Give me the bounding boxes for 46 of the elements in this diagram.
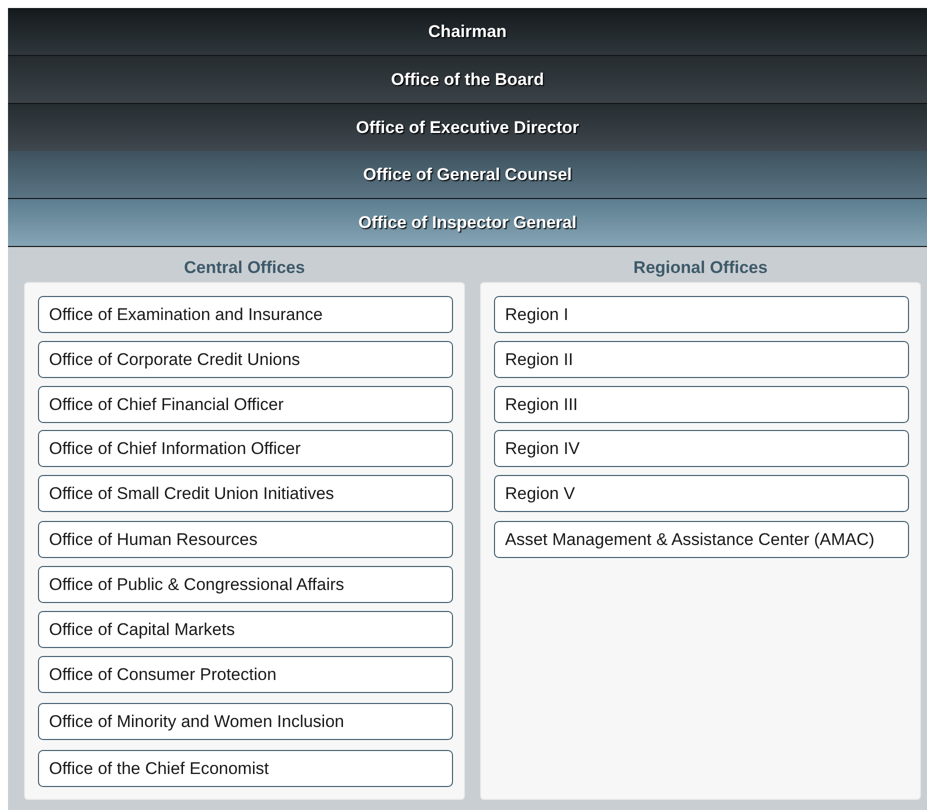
office-box xyxy=(494,521,909,558)
office-name: Region III xyxy=(505,394,578,415)
band-title: Office of Executive Director xyxy=(356,118,579,138)
office-name: Office of the Chief Economist xyxy=(49,758,269,779)
office-box xyxy=(38,521,453,558)
office-name: Office of Human Resources xyxy=(49,529,258,550)
office-box xyxy=(38,430,453,467)
office-name: Region II xyxy=(505,349,574,370)
office-name: Office of Chief Information Officer xyxy=(49,438,301,459)
band-title: Chairman xyxy=(428,22,507,42)
office-box xyxy=(38,703,453,740)
office-box xyxy=(38,566,453,603)
title-band xyxy=(8,8,927,56)
office-name: Region IV xyxy=(505,438,580,459)
office-box xyxy=(38,475,453,512)
office-box xyxy=(38,296,453,333)
column-heading: Central Offices xyxy=(183,258,306,278)
office-box xyxy=(494,296,909,333)
office-box xyxy=(38,750,453,787)
office-box xyxy=(494,341,909,378)
title-band xyxy=(8,56,927,104)
office-box xyxy=(494,430,909,467)
band-title: Office of Inspector General xyxy=(358,212,577,232)
column-heading: Regional Offices xyxy=(632,258,769,278)
office-box xyxy=(38,656,453,693)
office-box xyxy=(494,475,909,512)
band-title: Office of General Counsel xyxy=(363,164,572,184)
office-box xyxy=(38,341,453,378)
office-box xyxy=(38,611,453,648)
title-band xyxy=(8,104,927,152)
office-name: Office of Small Credit Union Initiatives xyxy=(49,483,334,504)
office-name: Office of Public & Congressional Affairs xyxy=(49,574,344,595)
office-name: Office of Capital Markets xyxy=(49,619,235,640)
office-name: Region I xyxy=(505,304,568,325)
office-box xyxy=(38,386,453,423)
band-title: Office of the Board xyxy=(390,70,544,90)
office-name: Office of Corporate Credit Unions xyxy=(49,349,300,370)
office-name: Office of Consumer Protection xyxy=(49,664,276,685)
office-name: Office of Chief Financial Officer xyxy=(49,394,284,415)
office-name: Asset Management & Assistance Center (AMAC) xyxy=(505,529,874,550)
office-name: Region V xyxy=(505,483,575,504)
title-band xyxy=(8,151,927,199)
office-name: Office of Minority and Women Inclusion xyxy=(49,711,344,732)
office-name: Office of Examination and Insurance xyxy=(49,304,323,325)
office-box xyxy=(494,386,909,423)
title-band xyxy=(8,199,927,247)
